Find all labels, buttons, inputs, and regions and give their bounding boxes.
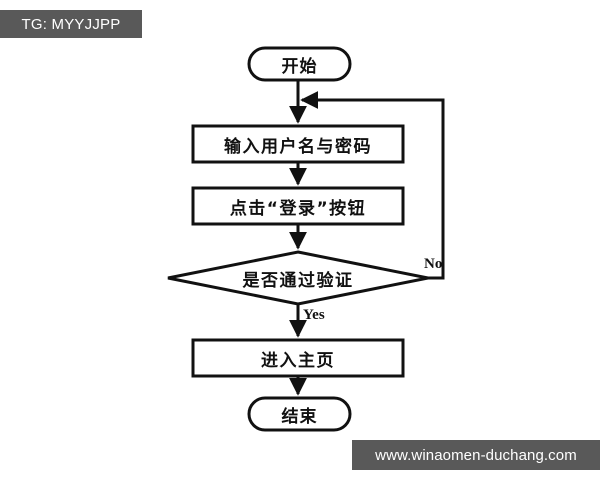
watermark-url-text: www.winaomen-duchang.com <box>375 446 577 464</box>
telegram-tag-banner: TG: MYYJJPP <box>0 10 142 38</box>
node-home-shape[interactable] <box>191 338 405 378</box>
watermark-banner: www.winaomen-duchang.com <box>352 440 600 470</box>
node-click-shape[interactable] <box>191 186 405 226</box>
connector-decision-no-loop <box>300 91 445 280</box>
node-end-shape[interactable] <box>247 396 352 432</box>
node-decision-shape[interactable] <box>167 250 429 306</box>
telegram-tag-text: TG: MYYJJPP <box>21 15 121 33</box>
node-input-shape[interactable] <box>191 124 405 164</box>
node-start-shape[interactable] <box>247 46 352 82</box>
